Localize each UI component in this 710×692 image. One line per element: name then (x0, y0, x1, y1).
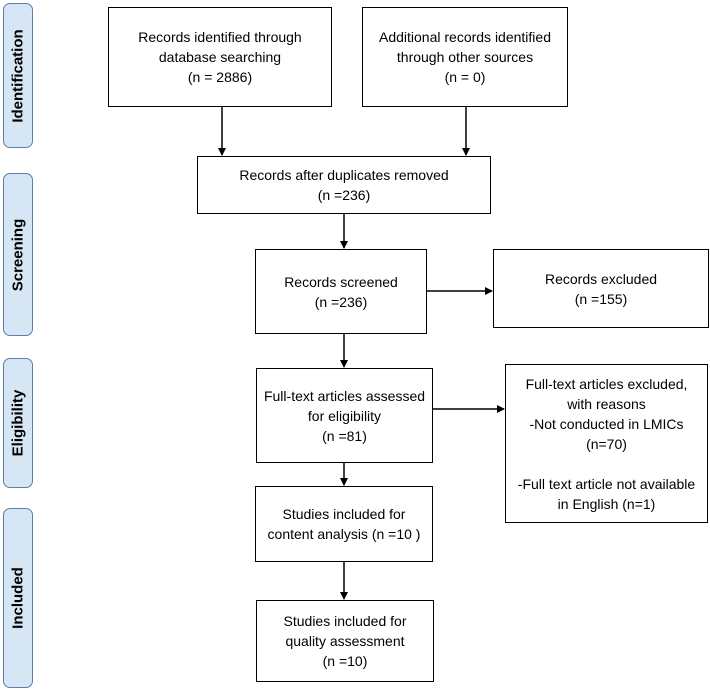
box-database-searching: Records identified through database sear… (108, 7, 332, 107)
box-records-screened-text: Records screened (n =236) (284, 273, 398, 310)
box-other-sources: Additional records identified through ot… (362, 7, 568, 107)
box-duplicates-removed-text: Records after duplicates removed (n =236… (239, 167, 449, 203)
stage-identification: Identification (3, 3, 33, 148)
box-content-analysis-text: Studies included for content analysis (n… (267, 506, 421, 542)
box-other-sources-text: Additional records identified through ot… (379, 29, 551, 85)
stage-screening-label: Screening (9, 218, 27, 291)
box-fulltext-assessed: Full-text articles assessed for eligibil… (256, 368, 433, 463)
box-duplicates-removed: Records after duplicates removed (n =236… (197, 156, 491, 214)
box-content-analysis: Studies included for content analysis (n… (255, 486, 433, 562)
box-fulltext-assessed-text: Full-text articles assessed for eligibil… (263, 387, 426, 444)
stage-screening: Screening (3, 173, 33, 336)
box-records-excluded: Records excluded (n =155) (493, 249, 709, 328)
box-fulltext-excluded: Full-text articles excluded, with reason… (505, 364, 708, 523)
stage-included-label: Included (9, 567, 27, 629)
box-records-screened: Records screened (n =236) (255, 249, 427, 334)
box-records-excluded-text: Records excluded (n =155) (544, 270, 658, 307)
stage-identification-label: Identification (9, 28, 27, 123)
stage-eligibility: Eligibility (3, 358, 33, 488)
box-quality-assessment: Studies included for quality assessment … (256, 600, 434, 682)
stage-eligibility-label: Eligibility (9, 389, 27, 457)
stage-included: Included (3, 508, 33, 688)
box-database-searching-text: Records identified through database sear… (138, 29, 302, 85)
box-quality-assessment-text: Studies included for quality assessment … (283, 613, 407, 669)
box-fulltext-excluded-text: Full-text articles excluded, with reason… (517, 375, 696, 512)
